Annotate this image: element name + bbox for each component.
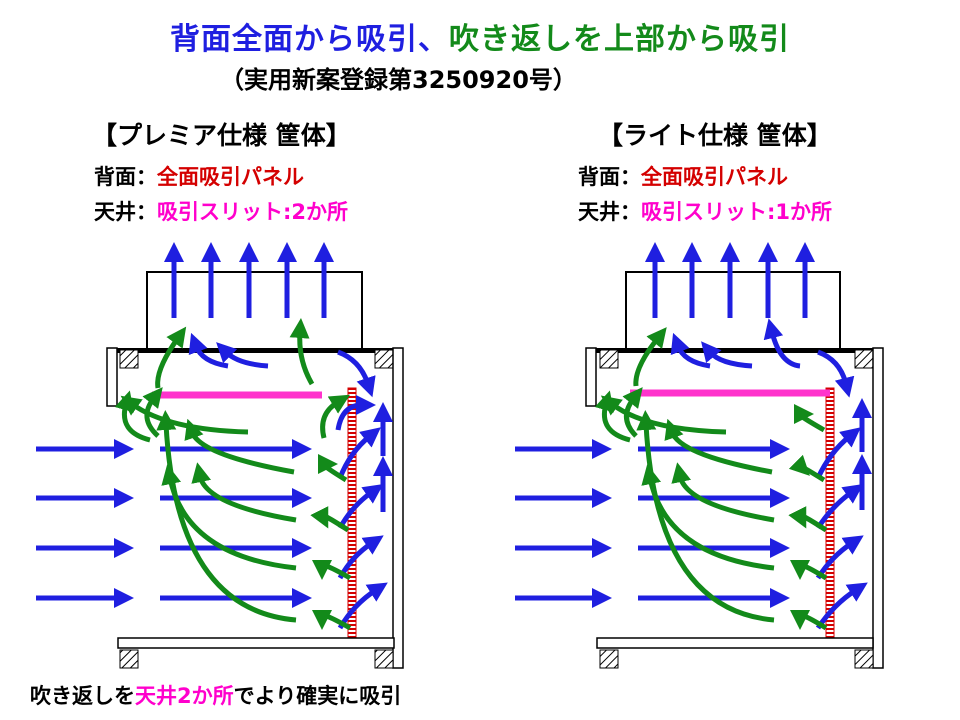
premium-bottom-left-block <box>119 649 139 669</box>
premium-panel-heading: 【プレミア仕様 筐体】 <box>92 121 351 150</box>
backflow-arrow <box>633 327 667 387</box>
rear-arrow <box>670 332 711 369</box>
premium-exhaust-hood <box>146 271 363 348</box>
backflow-arrow <box>161 464 297 571</box>
premium-top-right-block <box>374 349 394 369</box>
backflow-arrow <box>790 609 828 631</box>
light-backflow-arrows <box>594 327 828 631</box>
backflow-arrow <box>289 318 315 386</box>
light-ceiling-label: 天井： <box>578 200 641 224</box>
backflow-arrow <box>184 418 295 475</box>
premium-floor <box>117 637 395 649</box>
backflow-arrow <box>788 506 828 533</box>
backflow-arrow <box>312 559 352 581</box>
light-spec-block: 背面：全面吸引パネル 天井：吸引スリット:1か所 <box>578 160 832 230</box>
title-part-blue: 背面全面から吸引、 <box>170 22 449 57</box>
rear-arrow <box>817 349 855 398</box>
rear-arrow <box>815 483 864 530</box>
premium-ceiling-value: 吸引スリット:2か所 <box>157 200 349 224</box>
light-bottom-right-block <box>854 649 874 669</box>
backflow-arrow <box>142 387 163 438</box>
premium-front-lip <box>106 347 118 407</box>
backflow-arrow <box>155 326 187 389</box>
backflow-arrow <box>671 462 775 523</box>
backflow-arrow <box>120 395 249 435</box>
registration-subtitle: （実用新案登録第3250920号） <box>220 66 577 94</box>
premium-back-row: 背面：全面吸引パネル <box>94 160 348 195</box>
light-back-row: 背面：全面吸引パネル <box>578 160 832 195</box>
premium-bottom-right-block <box>374 649 394 669</box>
backflow-arrow <box>636 410 775 623</box>
light-top-right-block <box>854 349 874 369</box>
light-panel-heading: 【ライト仕様 筐体】 <box>598 121 832 150</box>
backflow-arrow <box>664 418 773 475</box>
footnote-part1: 吹き返しを <box>30 684 135 708</box>
light-bottom-left-block <box>599 649 619 669</box>
footnote-highlight: 天井2か所 <box>135 684 234 708</box>
footnote-part3: でより確実に吸引 <box>233 684 402 708</box>
footnote: 吹き返しを天井2か所でより確実に吸引 <box>30 680 401 710</box>
title-part-green: 吹き返しを上部から吸引 <box>449 22 790 57</box>
premium-top-left-block <box>119 349 139 369</box>
premium-back-value: 全面吸引パネル <box>157 165 304 189</box>
rear-arrow <box>815 582 868 630</box>
backflow-arrow <box>320 394 351 439</box>
rear-arrow <box>216 342 269 369</box>
light-top-left-block <box>599 349 619 369</box>
rear-arrow <box>763 318 801 369</box>
premium-backflow-arrows <box>114 318 352 631</box>
rear-arrow <box>815 427 861 480</box>
backflow-arrow <box>641 464 775 571</box>
light-top-plate <box>586 348 876 353</box>
backflow-arrow <box>790 559 828 581</box>
light-back-value: 全面吸引パネル <box>641 165 788 189</box>
backflow-arrow <box>600 395 727 435</box>
light-exhaust-arrows <box>645 242 815 318</box>
page-title: 背面全面から吸引、吹き返しを上部から吸引 <box>0 14 960 58</box>
premium-exhaust-arrows <box>164 242 334 318</box>
light-ceiling-value: 吸引スリット:1か所 <box>641 200 833 224</box>
backflow-arrow <box>310 506 350 533</box>
light-back-wall <box>872 347 884 669</box>
light-ceiling-row: 天井：吸引スリット:1か所 <box>578 195 832 230</box>
rear-arrow <box>337 349 376 398</box>
backflow-arrow <box>156 410 297 623</box>
light-intake-arrows <box>515 439 790 608</box>
light-floor <box>596 637 874 649</box>
light-exhaust-hood <box>625 271 841 348</box>
backflow-arrow <box>317 454 348 483</box>
backflow-arrow <box>622 387 643 438</box>
premium-ceiling-row: 天井：吸引スリット:2か所 <box>94 195 348 230</box>
rear-arrow <box>337 427 381 479</box>
light-back-label: 背面： <box>578 165 641 189</box>
rear-arrow <box>701 341 753 369</box>
rear-arrow <box>337 582 388 630</box>
premium-intake-arrows <box>36 439 312 608</box>
premium-ceiling-label: 天井： <box>94 200 157 224</box>
backflow-arrow <box>312 609 352 631</box>
backflow-arrow <box>788 454 826 483</box>
light-front-lip <box>585 347 597 407</box>
premium-back-label: 背面： <box>94 165 157 189</box>
premium-back-wall <box>392 347 404 669</box>
premium-spec-block: 背面：全面吸引パネル 天井：吸引スリット:2か所 <box>94 160 348 230</box>
backflow-arrow <box>191 462 297 523</box>
backflow-arrow <box>793 404 826 433</box>
premium-top-plate <box>107 348 397 353</box>
rear-arrow <box>815 535 864 580</box>
rear-arrow <box>188 332 229 369</box>
